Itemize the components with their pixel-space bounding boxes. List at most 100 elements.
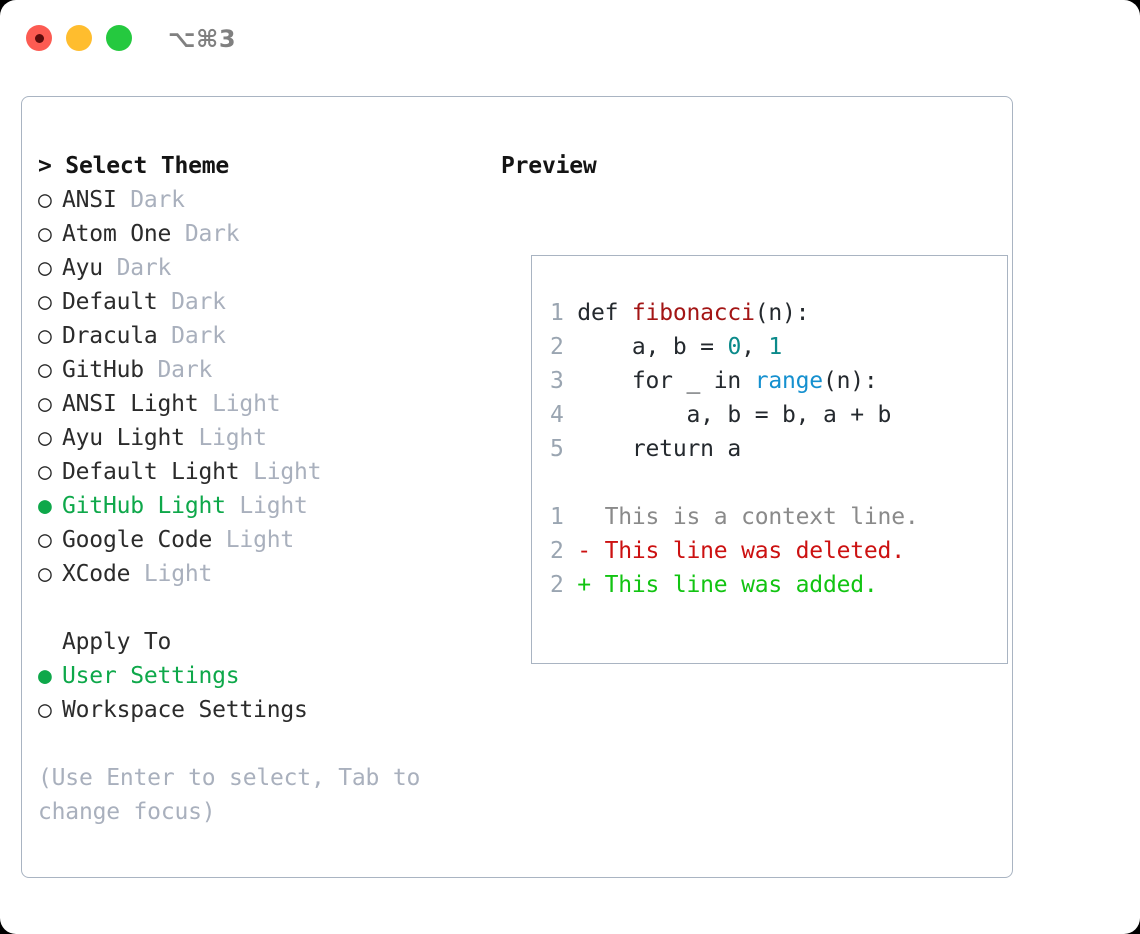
radio-unselected-icon: ○: [38, 425, 52, 451]
code-line: 5 return a: [550, 432, 918, 466]
code-token-plain: def: [563, 300, 632, 326]
code-token-plain: for _ in: [563, 368, 755, 394]
line-number: 2: [550, 572, 564, 598]
theme-name: Default: [62, 289, 158, 315]
apply-to-option-label: User Settings: [62, 663, 240, 689]
line-number: 2: [550, 538, 564, 564]
code-token-del: - This line was deleted.: [563, 538, 905, 564]
apply-to-heading-indent: [38, 625, 62, 659]
theme-list-item[interactable]: ○Dracula Dark: [38, 319, 488, 353]
theme-name: XCode: [62, 561, 131, 587]
theme-list: ○ANSI Dark○Atom One Dark○Ayu Dark○Defaul…: [38, 183, 488, 591]
close-button[interactable]: [26, 25, 52, 51]
theme-name: Ayu: [62, 255, 103, 281]
theme-name: Ayu Light: [62, 425, 185, 451]
theme-variant-label: Dark: [102, 255, 172, 281]
line-number: 1: [550, 300, 564, 326]
theme-variant-label: Dark: [171, 221, 240, 247]
theme-variant-label: Dark: [143, 357, 213, 383]
code-token-call: range: [754, 368, 823, 394]
theme-list-item[interactable]: ○ Default Light Light: [38, 455, 488, 489]
zoom-button[interactable]: [106, 25, 132, 51]
code-token-ctx: This is a context line.: [563, 504, 919, 530]
apply-to-option[interactable]: ○Workspace Settings: [38, 693, 488, 727]
theme-name: GitHub Light: [62, 493, 226, 519]
theme-list-item[interactable]: ○ ANSI Light Light: [38, 387, 488, 421]
theme-variant-label: Light: [225, 493, 308, 519]
radio-unselected-icon: ○: [38, 391, 52, 417]
code-token-add: + This line was added.: [563, 572, 878, 598]
main-panel: > Select Theme ○ANSI Dark○Atom One Dark○…: [21, 96, 1013, 878]
theme-list-item[interactable]: ● GitHub Light Light: [38, 489, 488, 523]
traffic-lights: [26, 25, 132, 51]
code-token-plain: a, b = b, a + b: [563, 402, 892, 428]
line-number: 4: [550, 402, 564, 428]
code-token-fn: fibonacci: [631, 300, 755, 326]
theme-name: ANSI Light: [62, 391, 199, 417]
line-number: 2: [550, 334, 564, 360]
theme-variant-label: Light: [198, 391, 281, 417]
code-line: 2 + This line was added.: [550, 568, 918, 602]
code-token-plain: (n):: [754, 300, 810, 326]
hint-spacer: [38, 727, 488, 761]
radio-unselected-icon: ○: [38, 221, 52, 247]
code-token-plain: ,: [741, 334, 769, 360]
line-number: 3: [550, 368, 564, 394]
keyboard-shortcut-label: ⌥⌘3: [168, 25, 237, 53]
theme-list-item[interactable]: ○XCode Light: [38, 557, 488, 591]
theme-name: GitHub: [62, 357, 144, 383]
radio-unselected-icon: ○: [38, 697, 52, 723]
theme-name: Dracula: [62, 323, 158, 349]
theme-selector-column: > Select Theme ○ANSI Dark○Atom One Dark○…: [38, 149, 488, 829]
code-line: 2 - This line was deleted.: [550, 534, 918, 568]
code-token-plain: a, b =: [563, 334, 728, 360]
theme-list-item[interactable]: ○Ayu Dark: [38, 251, 488, 285]
code-line: 3 for _ in range(n):: [550, 364, 918, 398]
theme-name: ANSI: [62, 187, 117, 213]
radio-unselected-icon: ○: [38, 527, 52, 553]
code-line: 4 a, b = b, a + b: [550, 398, 918, 432]
theme-variant-label: Light: [239, 459, 322, 485]
radio-selected-icon: ●: [38, 493, 52, 519]
theme-list-item[interactable]: ○ Default Dark: [38, 285, 488, 319]
theme-variant-label: Dark: [116, 187, 185, 213]
line-number: 1: [550, 504, 564, 530]
code-line: [550, 466, 918, 500]
preview-column: Preview 1 def fibonacci(n):2 a, b = 0, 1…: [501, 149, 1008, 664]
radio-unselected-icon: ○: [38, 459, 52, 485]
radio-unselected-icon: ○: [38, 289, 52, 315]
code-line: 2 a, b = 0, 1: [550, 330, 918, 364]
theme-variant-label: Dark: [157, 289, 226, 315]
select-theme-heading: > Select Theme: [38, 153, 230, 179]
theme-list-item[interactable]: ○ Google Code Light: [38, 523, 488, 557]
code-token-plain: (n):: [822, 368, 878, 394]
theme-variant-label: Dark: [157, 323, 226, 349]
theme-list-item[interactable]: ○ Atom One Dark: [38, 217, 488, 251]
theme-name: Atom One: [62, 221, 172, 247]
apply-to-list: ● User Settings ○Workspace Settings: [38, 659, 488, 727]
theme-list-item[interactable]: ○ GitHub Dark: [38, 353, 488, 387]
apply-to-heading-label: Apply To: [62, 629, 172, 655]
radio-selected-icon: ●: [38, 663, 52, 689]
theme-list-item[interactable]: ○ ANSI Dark: [38, 183, 488, 217]
theme-name: Google Code: [62, 527, 213, 553]
radio-unselected-icon: ○: [38, 187, 52, 213]
theme-variant-label: Light: [130, 561, 213, 587]
theme-name: Default Light: [62, 459, 240, 485]
code-token-num: 1: [768, 334, 783, 360]
minimize-button[interactable]: [66, 25, 92, 51]
code-line: 1 def fibonacci(n):: [550, 296, 918, 330]
code-token-num: 0: [727, 334, 742, 360]
theme-list-item[interactable]: ○Ayu Light Light: [38, 421, 488, 455]
radio-unselected-icon: ○: [38, 357, 52, 383]
theme-variant-label: Light: [212, 527, 295, 553]
title-bar: ⌥⌘3: [0, 0, 1140, 78]
code-line: 1 This is a context line.: [550, 500, 919, 534]
keyboard-hint-text: (Use Enter to select, Tab to change focu…: [38, 765, 434, 825]
code-token-plain: return a: [563, 436, 742, 462]
apply-to-option[interactable]: ● User Settings: [38, 659, 488, 693]
list-spacer: [38, 591, 488, 625]
